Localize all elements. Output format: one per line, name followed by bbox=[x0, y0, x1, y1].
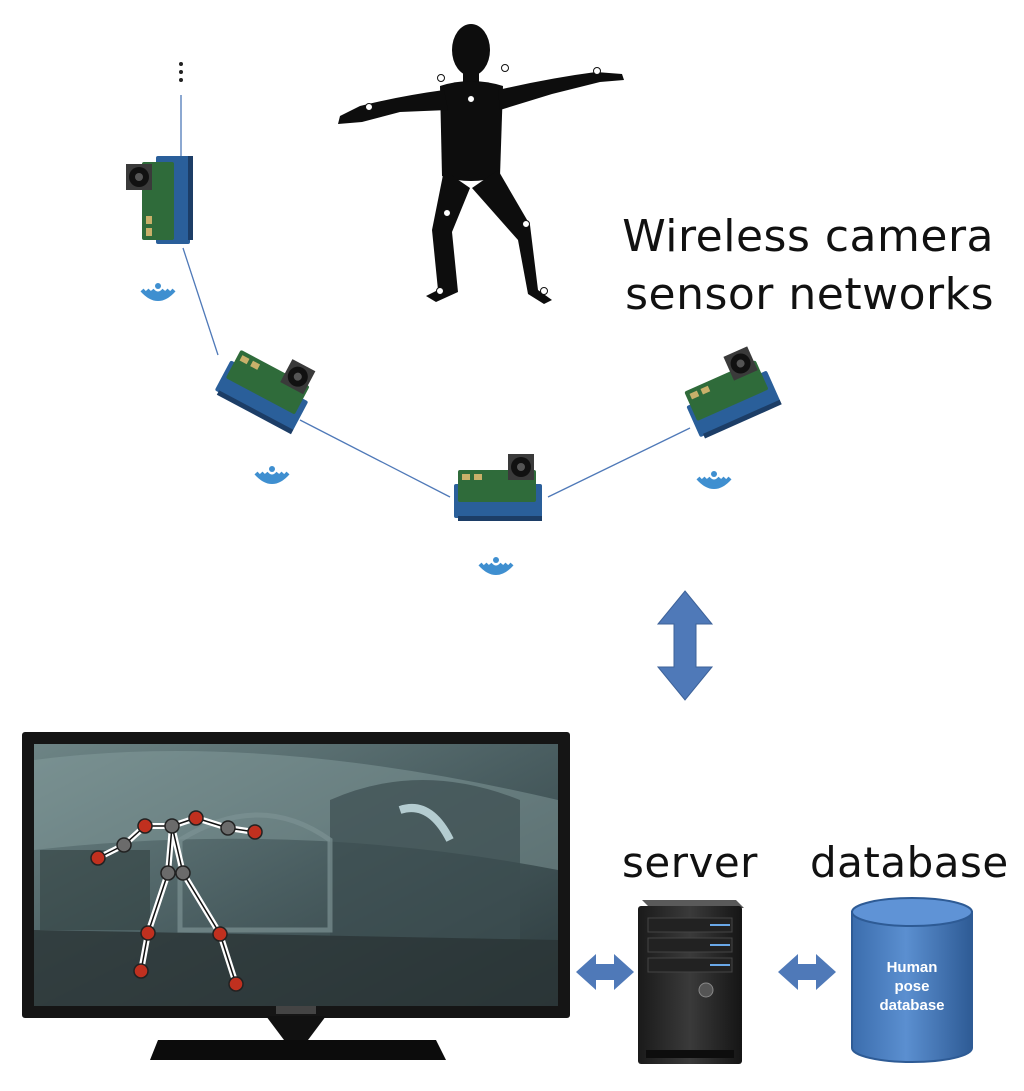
db-text-line1: Human bbox=[886, 959, 938, 976]
tv-monitor-icon bbox=[22, 732, 570, 1060]
database-cylinder-text: Human pose database bbox=[856, 958, 968, 1015]
bidirectional-arrow-icon bbox=[576, 954, 634, 990]
bidirectional-arrow-icon bbox=[778, 954, 836, 990]
camera-module-icon bbox=[454, 454, 542, 521]
database-label: database bbox=[810, 838, 1009, 887]
human-silhouette-icon bbox=[338, 24, 624, 304]
server-label: server bbox=[622, 838, 758, 887]
network-title: Wireless camera sensor networks bbox=[622, 208, 994, 324]
network-title-line1: Wireless camera bbox=[622, 211, 994, 262]
camera-module-icon bbox=[126, 156, 193, 244]
db-text-line2: pose bbox=[894, 978, 930, 995]
body-markers bbox=[365, 64, 601, 295]
network-links bbox=[180, 95, 691, 498]
database-cylinder-icon bbox=[851, 897, 973, 1063]
pose-skeleton bbox=[90, 810, 263, 992]
db-text-line3: database bbox=[879, 997, 945, 1014]
wireless-signal-icon bbox=[696, 469, 732, 489]
server-tower-icon bbox=[638, 900, 744, 1064]
network-title-line2: sensor networks bbox=[625, 269, 994, 320]
wireless-signal-icon bbox=[254, 464, 290, 484]
wireless-signal-icon bbox=[478, 555, 514, 575]
camera-module-icon bbox=[213, 333, 323, 435]
bidirectional-arrow-icon bbox=[656, 590, 714, 701]
camera-module-icon bbox=[674, 343, 782, 441]
ellipsis-icon bbox=[179, 62, 183, 82]
wireless-signal-icon bbox=[140, 281, 176, 301]
